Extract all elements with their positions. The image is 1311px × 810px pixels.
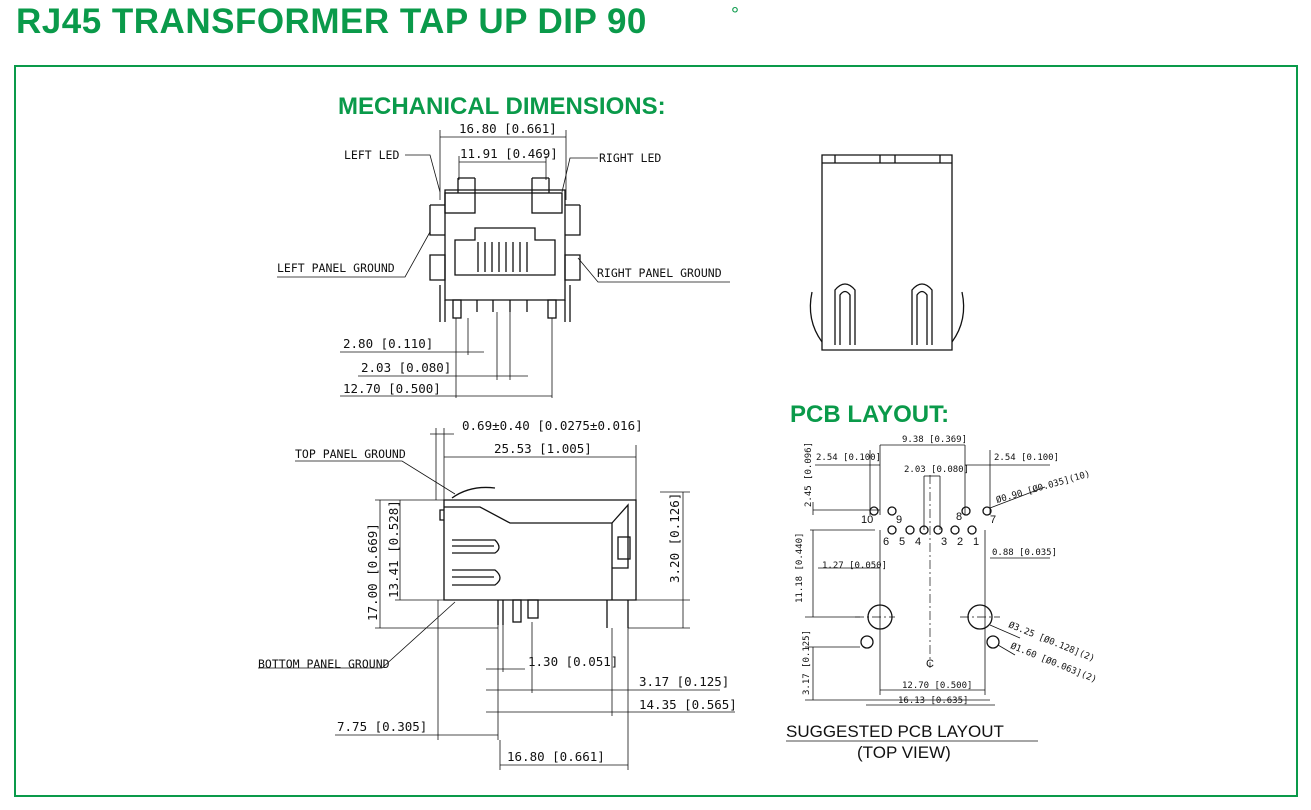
pcb-caption: SUGGESTED PCB LAYOUT — [786, 722, 1004, 741]
right-led-label: RIGHT LED — [599, 151, 661, 165]
side-dim-1-30: 1.30 [0.051] — [528, 654, 618, 669]
pcb-hole-0-90: Ø0.90 [Ø0.035](10) — [995, 468, 1092, 505]
left-led-label: LEFT LED — [344, 148, 399, 162]
side-tolerance: 0.69±0.40 [0.0275±0.016] — [462, 418, 643, 433]
pcb-caption-sub: (TOP VIEW) — [857, 743, 951, 762]
side-dim-14-35: 14.35 [0.565] — [639, 697, 737, 712]
side-height-total: 17.00 [0.669] — [365, 523, 380, 621]
degree-symbol: ° — [731, 4, 739, 26]
pcb-dim-11-18: 11.18 [0.440] — [795, 533, 805, 603]
bottom-panel-ground-label: BOTTOM PANEL GROUND — [258, 657, 390, 671]
pin-number-4: 4 — [915, 536, 921, 548]
side-length: 25.53 [1.005] — [494, 441, 592, 456]
pin-number-3: 3 — [941, 536, 947, 548]
rj45-contacts — [477, 242, 528, 272]
side-dim-16-80: 16.80 [0.661] — [507, 749, 605, 764]
front-dim-2-80: 2.80 [0.110] — [343, 336, 433, 351]
pcb-dim-0-88: 0.88 [0.035] — [992, 548, 1057, 558]
pcb-centerline-mark: C — [926, 658, 934, 670]
pin-number-6: 6 — [883, 536, 889, 548]
side-height-inner: 13.41 [0.528] — [386, 500, 401, 598]
pin-number-1: 1 — [973, 536, 979, 548]
pin-number-10: 10 — [861, 514, 873, 526]
pcb-dim-2-54-right: 2.54 [0.100] — [994, 453, 1059, 463]
pin-number-7: 7 — [990, 514, 996, 526]
side-dim-7-75: 7.75 [0.305] — [337, 719, 427, 734]
front-dim-2-03: 2.03 [0.080] — [361, 360, 451, 375]
pcb-dim-9-38: 9.38 [0.369] — [902, 435, 967, 445]
pcb-layout-heading: PCB LAYOUT: — [790, 401, 949, 428]
left-panel-ground-label: LEFT PANEL GROUND — [277, 261, 395, 275]
front-dim-12-70: 12.70 [0.500] — [343, 381, 441, 396]
top-panel-ground-label: TOP PANEL GROUND — [295, 447, 406, 461]
rear-view — [809, 154, 965, 351]
front-width-total: 16.80 [0.661] — [459, 121, 557, 136]
pcb-holes — [860, 506, 1000, 649]
pin-number-5: 5 — [899, 536, 905, 548]
side-pin-height: 3.20 [0.126] — [667, 493, 682, 583]
pcb-dim-16-13: 16.13 [0.635] — [898, 696, 968, 706]
pin-number-9: 9 — [896, 514, 902, 526]
pcb-dim-1-27: 1.27 [0.050] — [822, 561, 887, 571]
pcb-dim-2-03: 2.03 [0.080] — [904, 465, 969, 475]
pcb-dim-2-45: 2.45 [0.096] — [804, 442, 814, 507]
mechanical-dimensions-heading: MECHANICAL DIMENSIONS: — [338, 93, 666, 120]
front-led-spacing: 11.91 [0.469] — [460, 146, 558, 161]
pcb-layout — [805, 444, 1050, 706]
page-title: RJ45 TRANSFORMER TAP UP DIP 90 — [16, 2, 647, 41]
drawing-frame — [14, 65, 1298, 797]
pin-number-8: 8 — [956, 511, 962, 523]
right-panel-ground-label: RIGHT PANEL GROUND — [597, 266, 722, 280]
pcb-dim-12-70: 12.70 [0.500] — [902, 681, 972, 691]
pcb-dim-3-17: 3.17 [0.125] — [802, 630, 812, 695]
pcb-dim-2-54-left: 2.54 [0.100] — [816, 453, 881, 463]
side-view — [258, 428, 735, 770]
side-dim-3-17: 3.17 [0.125] — [639, 674, 729, 689]
pin-number-2: 2 — [957, 536, 963, 548]
front-view — [277, 130, 730, 398]
